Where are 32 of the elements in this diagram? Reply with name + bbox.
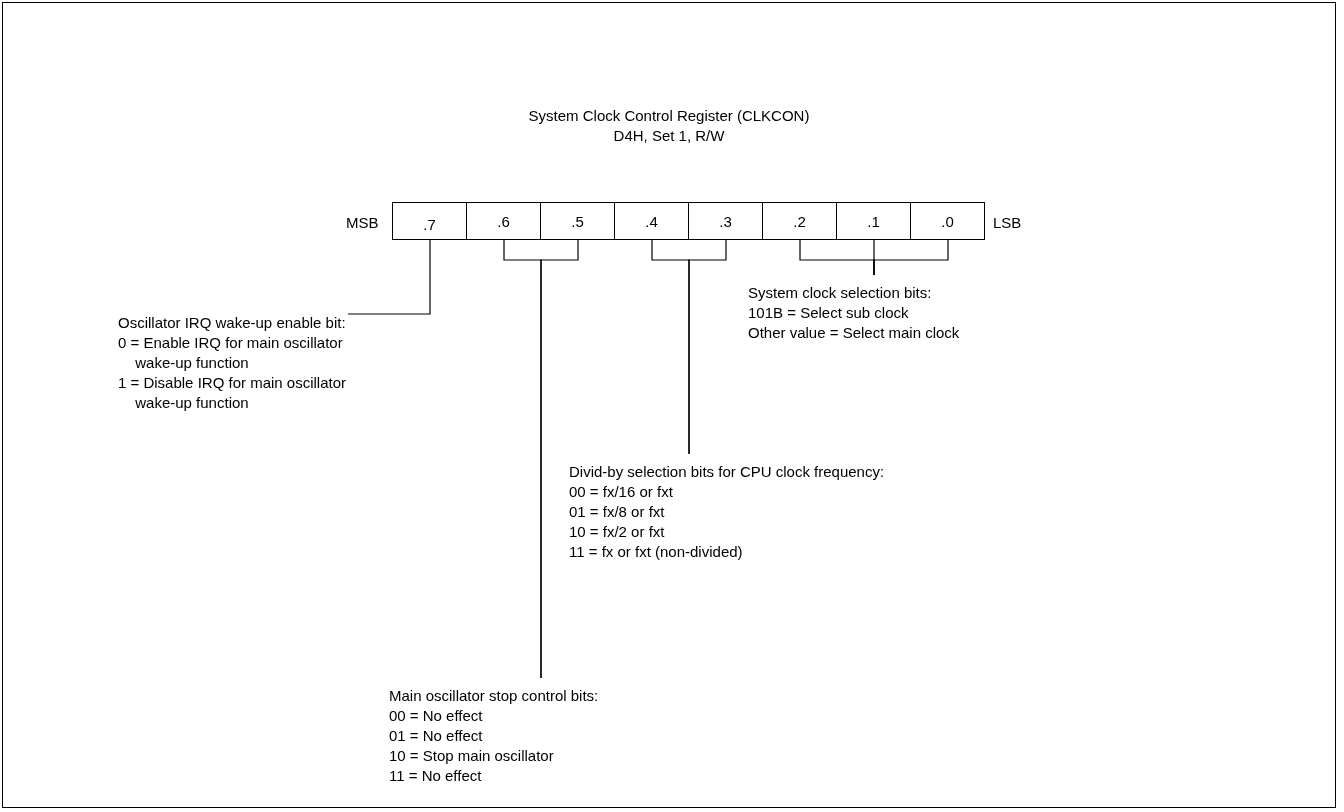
bit-cell: .7 [392,202,467,240]
bit-value-description: 00 = fx/16 or fxt [569,482,674,502]
leader-line [873,239,949,276]
field-heading: Divid-by selection bits for CPU clock frequency: [569,462,886,482]
bit-value-description: 11 = fx or fxt (non-divided) [569,542,744,562]
bit-value-description: 00 = No effect [389,706,484,726]
bit-cell: .6 [466,202,541,240]
msb-label: MSB [346,214,379,231]
bit-cell: .3 [688,202,763,240]
bit-cell: .5 [540,202,615,240]
bit-value-description: 1 = Disable IRQ for main oscillator wake-up function [118,373,347,413]
bit-value-description: 11 = No effect [389,766,483,786]
field-heading: Main oscillator stop control bits: [389,686,600,706]
leader-line [347,239,431,315]
register-title: System Clock Control Register (CLKCON) [528,107,810,124]
bit-value-description: 101B = Select sub clock [748,303,910,323]
register-address: D4H, Set 1, R/W [613,127,725,144]
bit-cell: .2 [762,202,837,240]
bit-cell: .0 [910,202,985,240]
bit-cell: .4 [614,202,689,240]
lsb-label: LSB [993,214,1022,231]
field-heading: System clock selection bits: [748,283,933,303]
bit-value-description: Other value = Select main clock [748,323,961,343]
bit-cell: .1 [836,202,911,240]
bit-value-description: 01 = fx/8 or fxt [569,502,666,522]
bit-value-description: 0 = Enable IRQ for main oscillator wake-up function [118,333,344,373]
leader-line [688,239,727,455]
bit-value-description: 01 = No effect [389,726,484,746]
field-heading: Oscillator IRQ wake-up enable bit: [118,313,347,333]
leader-line [540,239,579,679]
bit-value-description: 10 = Stop main oscillator [389,746,555,766]
bit-value-description: 10 = fx/2 or fxt [569,522,666,542]
